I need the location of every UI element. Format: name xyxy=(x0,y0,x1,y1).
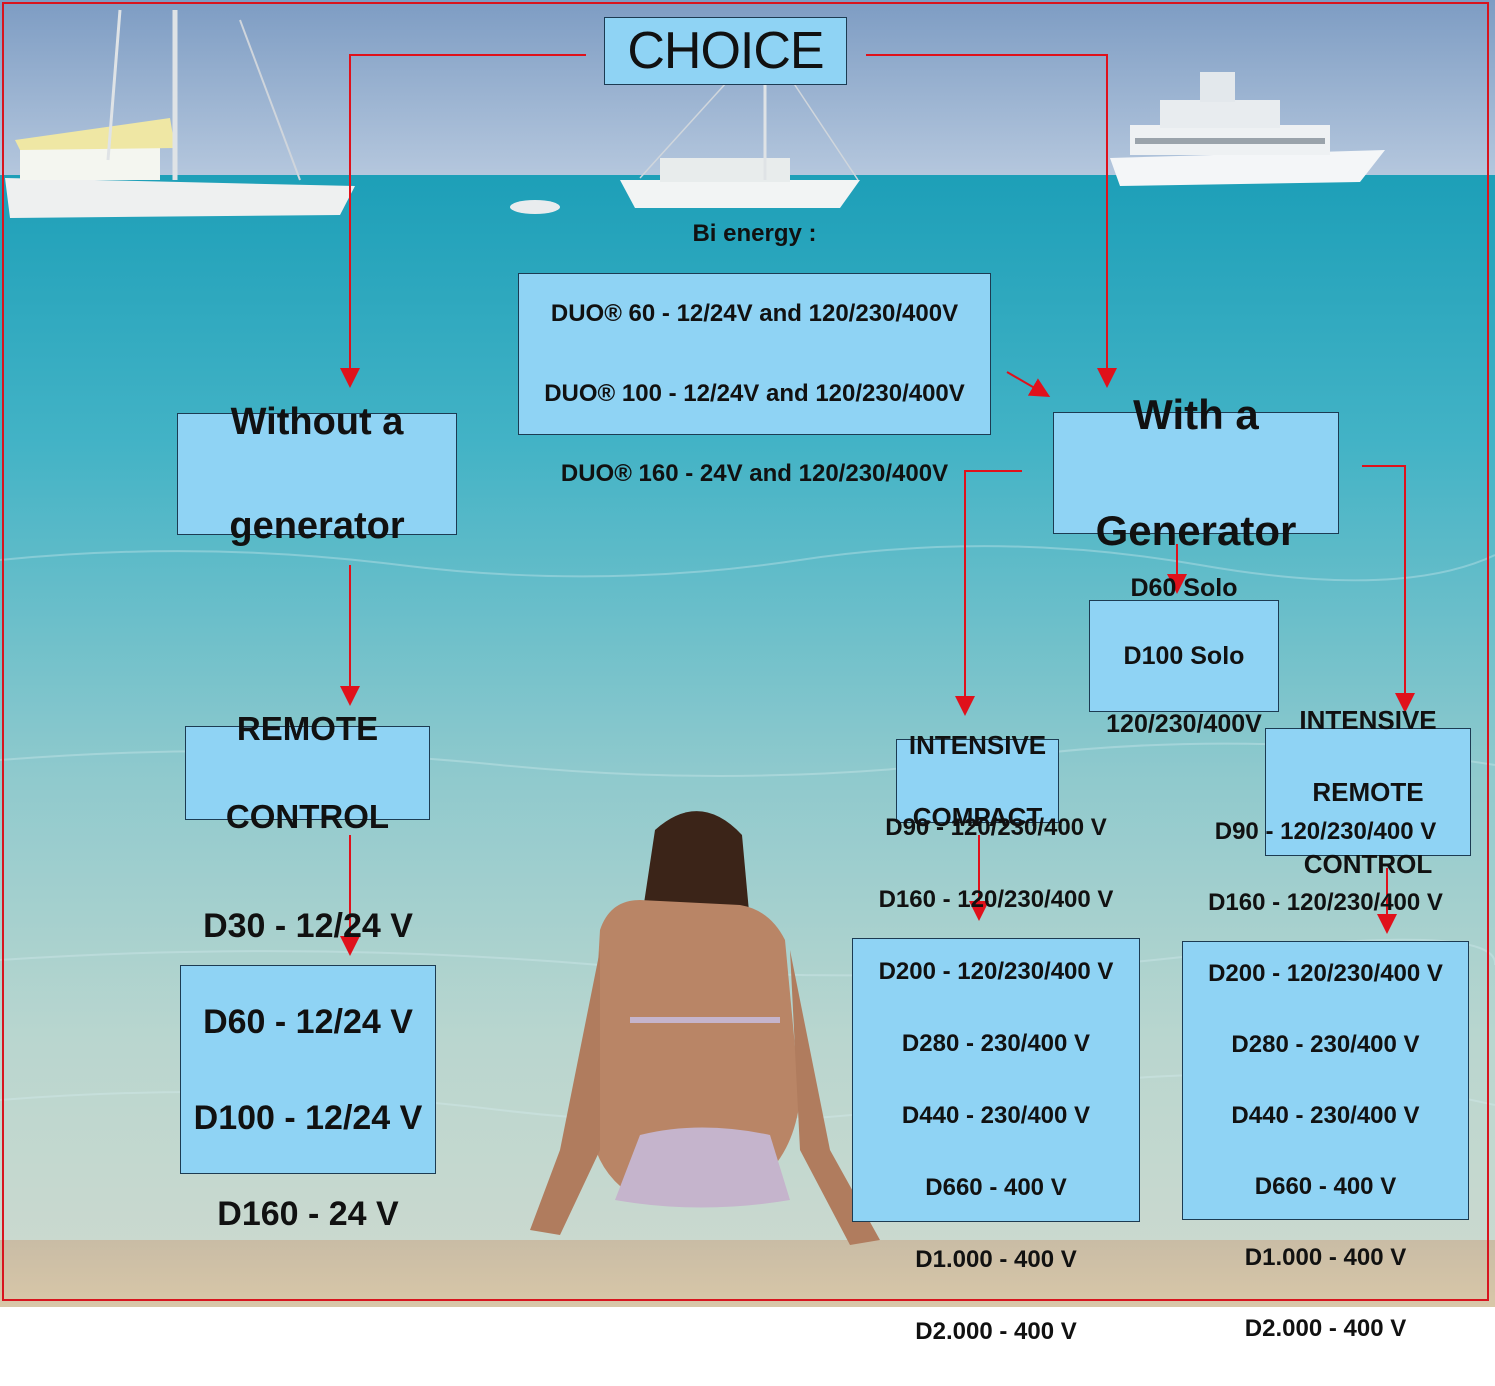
model-item: D1.000 - 400 V xyxy=(915,1246,1077,1273)
model-item: D160 - 120/230/400 V xyxy=(1208,889,1443,917)
model-item: D440 - 230/400 V xyxy=(901,1102,1091,1129)
model-item: D440 - 230/400 V xyxy=(1231,1102,1420,1130)
without-generator-line: generator xyxy=(229,505,405,547)
model-item: D200 - 120/230/400 V xyxy=(878,958,1114,985)
model-item: D280 - 230/400 V xyxy=(1231,1031,1420,1059)
solo-line: D100 Solo xyxy=(1123,642,1245,670)
without-generator-line: Without a xyxy=(230,401,404,443)
bi-energy-line: DUO® 100 - 12/24V and 120/230/400V xyxy=(544,380,965,407)
arrow-choice-to-with xyxy=(866,54,1117,388)
model-item: D660 - 400 V xyxy=(1254,1173,1397,1201)
bi-energy-box: Bi energy : DUO® 60 - 12/24V and 120/230… xyxy=(518,220,991,487)
model-item: D90 - 120/230/400 V xyxy=(1214,818,1437,846)
intensive-compact-models-list: D90 - 120/230/400 V D160 - 120/230/400 V… xyxy=(852,814,1140,1345)
bi-energy-line: DUO® 160 - 24V and 120/230/400V xyxy=(560,460,949,487)
remote-control-models-list: D30 - 12/24 V D60 - 12/24 V D100 - 12/24… xyxy=(180,907,436,1233)
intensive-remote-control-box: INTENSIVE REMOTE CONTROL xyxy=(1265,705,1471,879)
model-item: D90 - 120/230/400 V xyxy=(885,814,1107,841)
model-item: D280 - 230/400 V xyxy=(901,1030,1091,1057)
model-item: D60 - 12/24 V xyxy=(203,1002,413,1041)
model-item: D1.000 - 400 V xyxy=(1244,1244,1407,1272)
arrow-bi-to-with xyxy=(1006,371,1051,398)
with-generator-box: With a Generator xyxy=(1053,391,1339,554)
intensive-remote-line: CONTROL xyxy=(1303,849,1433,879)
remote-control-line: REMOTE xyxy=(236,710,379,747)
model-item: D200 - 120/230/400 V xyxy=(1208,960,1443,988)
intensive-compact-line: INTENSIVE xyxy=(908,730,1047,760)
solo-box: D60 Solo D100 Solo 120/230/400V xyxy=(1089,574,1279,738)
solo-line: D60 Solo xyxy=(1130,574,1238,602)
intensive-compact-box: INTENSIVE COMPACT xyxy=(896,730,1059,832)
choice-label: CHOICE xyxy=(627,22,824,80)
remote-control-box: REMOTE CONTROL xyxy=(185,710,430,835)
with-generator-line: Generator xyxy=(1095,507,1297,554)
model-item: D160 - 120/230/400 V xyxy=(878,886,1114,913)
intensive-remote-models-list: D90 - 120/230/400 V D160 - 120/230/400 V… xyxy=(1182,818,1469,1342)
model-item: D100 - 12/24 V xyxy=(193,1098,423,1137)
model-item: D2.000 - 400 V xyxy=(915,1318,1077,1345)
model-item: D2.000 - 400 V xyxy=(1244,1315,1407,1343)
connector-arrows xyxy=(340,54,1415,956)
bi-energy-line: DUO® 60 - 12/24V and 120/230/400V xyxy=(550,300,959,327)
arrow-with-to-intensive-remote xyxy=(1362,465,1415,713)
arrow-choice-to-without xyxy=(340,54,586,388)
bi-energy-title: Bi energy : xyxy=(692,220,817,247)
solo-line: 120/230/400V xyxy=(1106,710,1262,738)
model-item: D160 - 24 V xyxy=(217,1194,399,1233)
arrow-with-to-compact xyxy=(955,470,1022,716)
intensive-remote-line: INTENSIVE xyxy=(1299,705,1437,735)
without-generator-box: Without a generator xyxy=(177,401,457,547)
model-item: D660 - 400 V xyxy=(925,1174,1067,1201)
intensive-compact-line: COMPACT xyxy=(912,802,1043,832)
remote-control-line: CONTROL xyxy=(225,798,390,835)
with-generator-line: With a xyxy=(1133,391,1259,438)
choice-box: CHOICE xyxy=(604,17,847,85)
model-item: D30 - 12/24 V xyxy=(203,906,413,945)
diagram-canvas: CHOICE Bi energy : DUO® 60 - 12/24V and … xyxy=(0,0,1495,1345)
intensive-remote-line: REMOTE xyxy=(1312,777,1424,807)
